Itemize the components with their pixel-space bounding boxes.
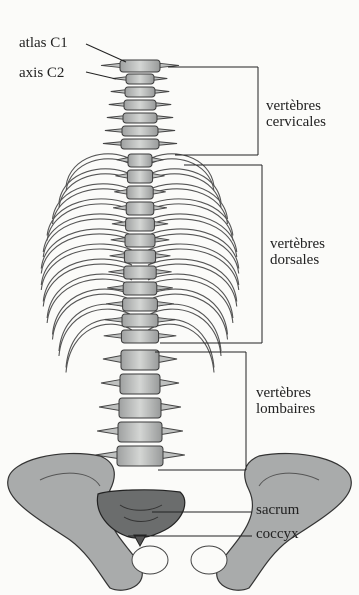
vertebra <box>103 139 177 149</box>
vertebra <box>113 202 167 215</box>
coccyx-bone <box>134 535 146 546</box>
label-atlas: atlas C1 <box>19 36 68 51</box>
vertebra <box>104 330 177 343</box>
group-cervicales-line1: vertèbres <box>266 98 326 114</box>
vertebra <box>108 266 171 279</box>
vertebral-column <box>95 60 185 466</box>
group-lombaires-line2: lombaires <box>256 401 315 417</box>
vertebra <box>107 113 173 123</box>
vertebra <box>105 126 175 136</box>
vertebra <box>111 87 170 97</box>
group-cervicales-line2: cervicales <box>266 114 326 130</box>
vertebra <box>107 282 173 295</box>
vertebra <box>112 218 168 231</box>
vertebra <box>114 186 165 199</box>
label-axis: axis C2 <box>19 66 64 81</box>
vertebra <box>106 298 174 311</box>
rib <box>52 294 132 339</box>
vertebra <box>99 398 181 418</box>
group-cervicales: vertèbres cervicales <box>266 98 326 130</box>
vertebra <box>101 374 179 394</box>
rib <box>148 294 228 339</box>
group-dorsales-line1: vertèbres <box>270 236 325 252</box>
group-dorsales: vertèbres dorsales <box>270 236 325 268</box>
vertebra <box>113 74 168 84</box>
label-coccyx: coccyx <box>256 527 298 542</box>
vertebra <box>103 350 177 370</box>
vertebra <box>115 170 164 183</box>
vertebra <box>105 314 175 327</box>
group-lombaires-line1: vertèbres <box>256 385 315 401</box>
group-lombaires: vertèbres lombaires <box>256 385 315 417</box>
vertebra <box>97 422 183 442</box>
vertebra <box>109 100 171 110</box>
pelvis <box>8 453 352 590</box>
group-dorsales-line2: dorsales <box>270 252 325 268</box>
label-sacrum: sacrum <box>256 503 299 518</box>
vertebra <box>101 60 179 72</box>
